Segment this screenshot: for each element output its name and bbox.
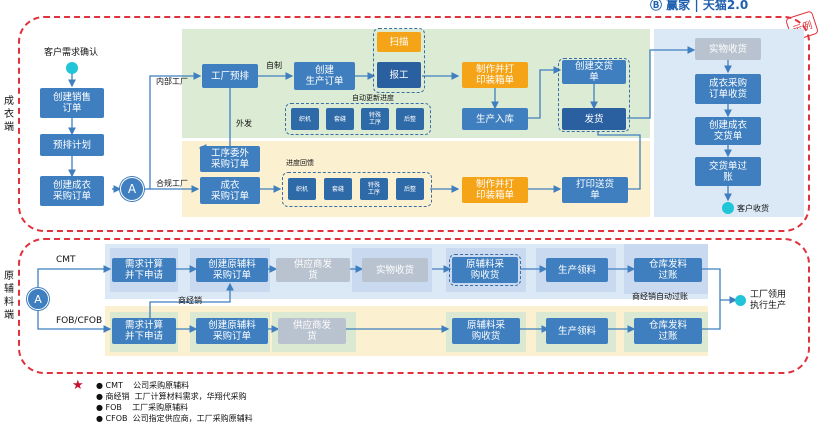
cmt-demand-calc[interactable]: 需求计算 并下申请	[112, 258, 176, 282]
legend-item: ● CMT 公司采购原辅料	[96, 381, 190, 390]
pre-plan[interactable]: 预排计划	[40, 134, 104, 156]
outsource-label: 外发	[236, 119, 252, 128]
factory-receive-label: 工厂领用 执行生产	[750, 290, 787, 311]
materials-side-label: 原辅料端	[4, 271, 14, 321]
scan[interactable]: 扫描	[377, 32, 421, 52]
process-outsource-po[interactable]: 工序委外 采购订单	[200, 146, 260, 172]
start-dot	[66, 62, 78, 74]
step-bottom-1[interactable]: 织机	[288, 178, 316, 200]
factory-dot	[735, 295, 746, 306]
fob-warehouse-posting[interactable]: 仓库发料 过账	[634, 318, 702, 344]
finished-goods-section	[18, 16, 810, 232]
cmt-create-material-po[interactable]: 创建原辅料 采购订单	[196, 258, 268, 282]
auto-update-label: 自动更新进度	[352, 94, 394, 102]
steps-bottom-group	[282, 172, 432, 207]
legend-item: ● 商经销 工厂计算材料需求，华翔代采购	[96, 392, 247, 401]
customer-receipt-label: 客户收货	[737, 204, 769, 213]
fob-create-material-po[interactable]: 创建原辅料 采购订单	[196, 318, 268, 344]
legend-star-icon: ★	[72, 378, 84, 393]
legend-item: ● CFOB 公司指定供应商，工厂采购原辅料	[96, 414, 253, 423]
legend: ● CMT 公司采购原辅料 ● 商经销 工厂计算材料需求，华翔代采购 ● FOB…	[96, 380, 253, 424]
logo-text: Ⓑ 赢家 | 天猫2.0	[650, 0, 749, 12]
step-top-4[interactable]: 后整	[396, 108, 424, 130]
step-top-1[interactable]: 织机	[291, 108, 319, 130]
garment-po[interactable]: 成衣 采购订单	[200, 177, 260, 204]
production-inbound[interactable]: 生产入库	[462, 108, 528, 130]
garment-po-receipt[interactable]: 成衣采购 订单收货	[695, 74, 761, 104]
header-logo: Ⓑ 赢家 | 天猫2.0	[650, 0, 831, 14]
cmt-label: CMT	[56, 255, 76, 265]
cmt-production-issue[interactable]: 生产领料	[546, 258, 608, 282]
end-dot	[722, 202, 734, 214]
internal-factory-label: 内部工厂	[156, 77, 188, 86]
legend-item: ● FOB 工厂采购原辅料	[96, 403, 189, 412]
step-bottom-4[interactable]: 后整	[396, 178, 424, 200]
cmt-warehouse-posting[interactable]: 仓库发料 过账	[634, 258, 702, 282]
fob-label: FOB/CFOB	[56, 316, 103, 326]
step-bottom-3[interactable]: 特殊 工序	[360, 178, 388, 200]
fob-material-po-receipt[interactable]: 原辅料采 购收货	[452, 318, 520, 344]
fob-demand-calc[interactable]: 需求计算 并下申请	[112, 318, 176, 344]
cmt-physical-receipt[interactable]: 实物收货	[362, 258, 428, 282]
create-garment-delivery[interactable]: 创建成衣 交货单	[695, 117, 761, 145]
cmt-material-po-receipt[interactable]: 原辅料采 购收货	[452, 257, 518, 283]
connector-a-top: A	[120, 177, 144, 201]
delivery-posting[interactable]: 交货单过 账	[695, 157, 761, 186]
create-sales-order[interactable]: 创建销售 订单	[40, 88, 104, 118]
materials-section	[18, 238, 810, 374]
compliant-factory-label: 合规工厂	[156, 179, 188, 188]
print-packing-1[interactable]: 制作并打 印装箱单	[462, 62, 528, 88]
delivery-group	[558, 58, 630, 132]
step-top-2[interactable]: 套缝	[326, 108, 354, 130]
create-garment-po[interactable]: 创建成衣 采购订单	[40, 176, 104, 206]
create-delivery[interactable]: 创建交货 单	[562, 60, 626, 84]
step-top-3[interactable]: 特殊 工序	[361, 108, 389, 130]
cmt-material-receipt-group	[449, 254, 521, 286]
trader-label: 商经销	[178, 296, 202, 305]
finished-side-label: 成衣端	[4, 96, 14, 133]
ship[interactable]: 发货	[562, 108, 626, 130]
progress-feedback-label: 进度回馈	[286, 159, 314, 167]
customer-confirm-label: 客户需求确认	[44, 48, 99, 58]
connector-a-bottom: A	[27, 288, 49, 310]
fob-supplier-ship[interactable]: 供应商发 货	[278, 318, 346, 344]
cmt-supplier-ship[interactable]: 供应商发 货	[276, 258, 350, 282]
physical-receipt[interactable]: 实物收货	[695, 38, 761, 60]
steps-top-group	[285, 103, 431, 135]
print-delivery-note[interactable]: 打印送货 单	[562, 177, 628, 203]
scan-report-group	[373, 28, 425, 93]
fob-production-issue[interactable]: 生产领料	[546, 318, 608, 344]
step-bottom-2[interactable]: 套缝	[324, 178, 352, 200]
create-prod-order[interactable]: 创建 生产订单	[294, 62, 355, 90]
print-packing-2[interactable]: 制作并打 印装箱单	[462, 177, 528, 203]
self-made-label: 自制	[266, 61, 282, 70]
report[interactable]: 报工	[377, 62, 421, 88]
trader-auto-label: 商经销自动过账	[632, 292, 688, 301]
factory-preplan[interactable]: 工厂预排	[202, 64, 258, 88]
